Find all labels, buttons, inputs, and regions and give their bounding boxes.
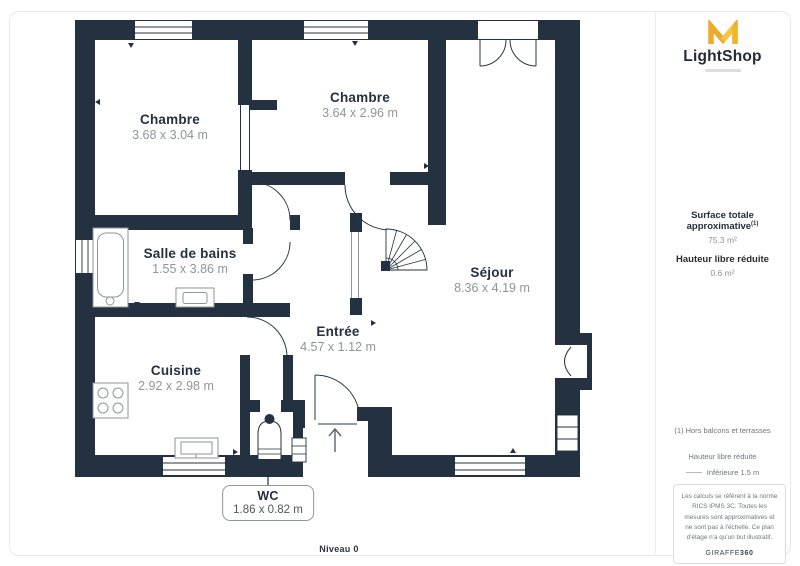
room-dims: 3.68 x 3.04 m [132,128,208,142]
disclaimer-box: Les calculs se réfèrent à la norme RICS … [673,484,786,565]
room-dims: 4.57 x 1.12 m [300,340,376,354]
room-label-chambre-1: Chambre 3.68 x 3.04 m [132,112,208,142]
reduced-height-label: Hauteur libre réduite [676,254,769,266]
footnote-text: (1) Hors balcons et terrasses [674,426,771,435]
room-label-entree: Entrée 4.57 x 1.12 m [300,324,376,354]
bathroom-sink-icon [175,287,215,308]
room-name: Chambre [330,90,390,105]
footnote-block: (1) Hors balcons et terrasses [655,416,790,445]
room-dims: 8.36 x 4.19 m [454,281,530,295]
room-name: Cuisine [150,363,202,378]
room-name: WC [257,489,279,503]
legend-title: Hauteur libre réduite [688,452,757,461]
reduced-height-value: 0.6 m² [710,268,735,279]
kitchen-sink-icon [174,437,219,459]
room-label-cuisine: Cuisine 2.92 x 2.98 m [138,363,214,393]
staircase-icon [381,228,428,271]
room-dims: 1.55 x 3.86 m [152,262,228,276]
disclaimer-text: Les calculs se réfèrent à la norme RICS … [681,493,778,541]
surface-footnote-ref: (1) [751,221,759,227]
wall-markers [95,41,516,455]
level-label: Niveau 0 [319,544,359,554]
room-name: Salle de bains [143,246,237,261]
sidebar-divider [655,12,656,554]
room-label-wc-callout: WC 1.86 x 0.82 m [222,485,314,521]
stove-icon [92,382,129,419]
walls [75,20,592,477]
room-dims: 3.64 x 2.96 m [322,106,398,120]
legend-item: Inférieure 1.5 m [706,468,760,477]
floor-plan-svg [75,20,592,487]
room-name: Entrée [316,324,360,339]
sidebar: LightShop Surface totale approximative(1… [655,12,790,565]
surface-total-value: 75.3 m² [708,235,737,246]
door-arcs [246,39,537,425]
room-name: Chambre [140,112,200,127]
room-name: Séjour [470,265,514,280]
room-dims: 1.86 x 0.82 m [233,504,303,516]
fireplace-icon [564,346,572,377]
surface-summary: Surface totale approximative(1) 75.3 m² … [655,210,790,278]
bathtub-icon [92,227,129,308]
lightshop-logo-icon [707,20,738,45]
entry-arrow-icon [328,427,342,452]
brand-name: LightShop [683,48,762,65]
legend-block: Hauteur libre réduite Inférieure 1.5 m [655,452,790,477]
room-label-salle-de-bains: Salle de bains 1.55 x 3.86 m [144,246,237,276]
room-label-sejour: Séjour 8.36 x 4.19 m [454,265,530,295]
legend-line-icon [685,472,702,473]
room-label-chambre-2: Chambre 3.64 x 2.96 m [322,90,398,120]
room-dims: 2.92 x 2.98 m [138,379,214,393]
giraffe360-brand: GIRAFFE360 [705,550,754,558]
brand-tagline [704,69,741,72]
brand-logo: LightShop [655,20,790,72]
stairs-down-icon [257,414,307,463]
surface-total-label: Surface totale approximative(1) [686,210,759,233]
